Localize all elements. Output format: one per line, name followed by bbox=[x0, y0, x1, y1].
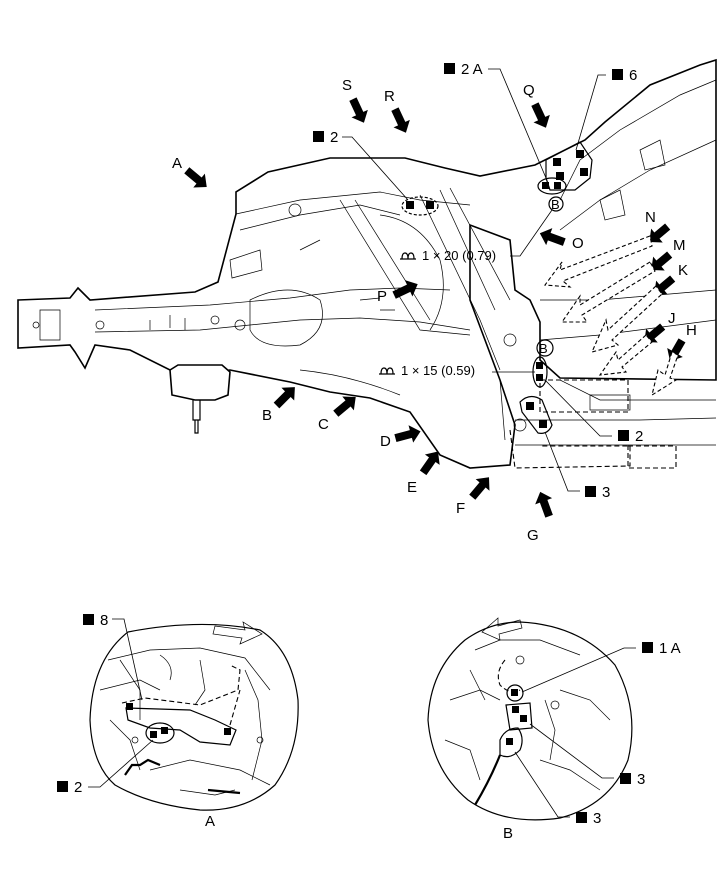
filled-square-icon bbox=[444, 63, 455, 74]
main-assembly: B B bbox=[17, 58, 717, 469]
circle-marker-b-top: B bbox=[551, 197, 560, 212]
callout-right-3: 3 bbox=[602, 484, 610, 501]
spot-weld-symbol-icon bbox=[379, 367, 395, 375]
callout-right-2: 2 bbox=[635, 428, 643, 445]
view-arrows-solid: A B C D E F G O P Q R S bbox=[172, 77, 686, 544]
filled-square-icon bbox=[585, 486, 596, 497]
view-arrow-f: F bbox=[456, 500, 465, 517]
view-arrow-e: E bbox=[407, 479, 417, 496]
view-arrow-s: S bbox=[342, 77, 352, 94]
detail-a-callout-8: 8 bbox=[100, 612, 108, 629]
detail-view-a: 8 2 A bbox=[57, 612, 299, 830]
spot-weld-symbol-icon bbox=[400, 252, 416, 260]
detail-b-callout-3-upper: 3 bbox=[637, 771, 645, 788]
filled-square-icon bbox=[313, 131, 324, 142]
filled-square-icon bbox=[642, 642, 653, 653]
view-arrow-o: O bbox=[572, 235, 584, 252]
view-arrow-h: H bbox=[686, 322, 697, 339]
detail-a-direction-arrow bbox=[212, 621, 263, 645]
detail-b-direction-arrow bbox=[481, 617, 523, 641]
weld-spec-1: 1 × 20 (0.79) bbox=[422, 248, 496, 263]
view-arrow-c: C bbox=[318, 416, 329, 433]
view-arrow-m: M bbox=[673, 237, 686, 254]
filled-square-icon bbox=[618, 430, 629, 441]
weld-spec-2: 1 × 15 (0.59) bbox=[401, 363, 475, 378]
detail-a-callout-2: 2 bbox=[74, 779, 82, 796]
circle-marker-b-lower: B bbox=[539, 341, 548, 356]
callout-top-2a: 2 A bbox=[461, 61, 483, 78]
view-arrow-a: A bbox=[172, 155, 182, 172]
detail-b-title: B bbox=[503, 825, 513, 842]
callout-top-6: 6 bbox=[629, 67, 637, 84]
view-arrow-p: P bbox=[377, 288, 387, 305]
view-arrow-g: G bbox=[527, 527, 539, 544]
engine-mount bbox=[169, 364, 231, 401]
detail-b-callout-1a: 1 A bbox=[659, 640, 681, 657]
view-arrow-q: Q bbox=[523, 82, 535, 99]
view-arrow-k: K bbox=[678, 262, 688, 279]
callout-top-2: 2 bbox=[330, 129, 338, 146]
view-arrows-dashed: N M K J H bbox=[543, 209, 697, 397]
filled-square-icon bbox=[57, 781, 68, 792]
filled-square-icon bbox=[620, 773, 631, 784]
detail-view-b: 1 A 3 3 B bbox=[427, 617, 681, 842]
front-frame-rail bbox=[17, 58, 717, 469]
detail-a-title: A bbox=[205, 813, 215, 830]
main-callouts: 2 2 A 6 1 × 20 (0.79) 1 × 15 (0.59) 2 3 bbox=[313, 61, 643, 501]
view-arrow-b: B bbox=[262, 407, 272, 424]
detail-b-callout-3-lower: 3 bbox=[593, 810, 601, 827]
view-arrow-j: J bbox=[668, 310, 676, 327]
view-arrow-d: D bbox=[380, 433, 391, 450]
filled-square-icon bbox=[612, 69, 623, 80]
view-arrow-r: R bbox=[384, 88, 395, 105]
filled-square-icon bbox=[83, 614, 94, 625]
filled-square-icon bbox=[576, 812, 587, 823]
view-arrow-n: N bbox=[645, 209, 656, 226]
